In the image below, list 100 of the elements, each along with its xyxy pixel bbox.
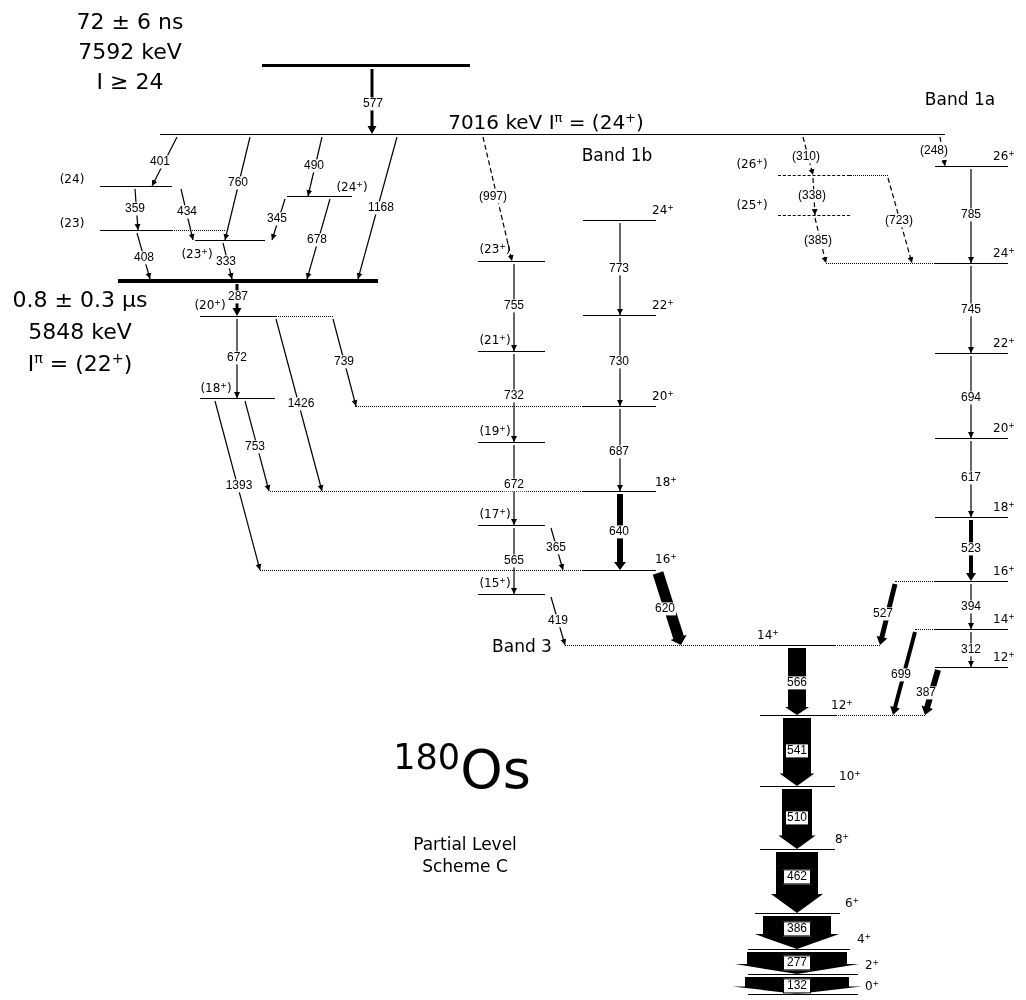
caption-text: Partial Level Scheme C xyxy=(412,832,518,878)
transition-arrow xyxy=(778,789,816,849)
level-label: 14$^{+}$ xyxy=(993,613,1015,627)
edge-label: 1168 xyxy=(367,201,395,215)
transition-arrow xyxy=(617,408,623,492)
edge-label: 132 xyxy=(783,978,811,994)
transition-arrow xyxy=(511,353,517,443)
level-label: 8$^{+}$ xyxy=(834,833,850,847)
level-label: 4$^{+}$ xyxy=(856,933,872,947)
level-label: 12$^{+}$ xyxy=(831,699,853,713)
edge-label: 672 xyxy=(503,478,525,492)
transition-arrow xyxy=(968,168,974,264)
level-label: (21$^{+}$) xyxy=(479,334,511,348)
transition-arrow xyxy=(511,263,517,352)
edge-label: 687 xyxy=(608,445,630,459)
edge-label: 527 xyxy=(872,607,894,621)
level-label: (23$^{+}$) xyxy=(479,243,511,257)
level-label: 24$^{+}$ xyxy=(652,204,674,218)
edge-label: 1426 xyxy=(286,397,316,411)
level-label: 0$^{+}$ xyxy=(864,980,880,994)
edge-label: (997) xyxy=(478,190,508,204)
edge-label: 541 xyxy=(786,744,808,758)
transition-arrow xyxy=(511,444,517,526)
level-label: 20$^{+}$ xyxy=(652,390,674,404)
transition-arrow xyxy=(779,718,815,786)
level-label: I$^{π}$ = (22$^{+}$) xyxy=(27,351,133,377)
edge-label: 510 xyxy=(786,811,808,825)
edge-label: 394 xyxy=(960,600,982,614)
edge-label: 434 xyxy=(176,205,198,219)
edge-label: (310) xyxy=(791,150,821,164)
edge-label: 462 xyxy=(783,869,811,885)
level-label: 7016 keV I$^{π}$ = (24$^{+}$) xyxy=(448,111,644,133)
transition-arrow xyxy=(968,440,974,518)
edge-label: 773 xyxy=(608,262,630,276)
edge-label: 755 xyxy=(503,299,525,313)
edge-label: 640 xyxy=(608,525,630,539)
edge-label: 566 xyxy=(786,676,808,690)
level-label: 16$^{+}$ xyxy=(993,565,1015,579)
level-label: (19$^{+}$) xyxy=(479,425,511,439)
band-label: Band 3 xyxy=(492,636,552,656)
transition-arrow xyxy=(550,527,565,571)
level-label: 26$^{+}$ xyxy=(993,150,1015,164)
edge-label: 753 xyxy=(244,440,266,454)
edge-label: 401 xyxy=(149,155,171,169)
level-label: 5848 keV xyxy=(28,319,132,345)
transition-arrow xyxy=(244,400,271,492)
edge-label: 620 xyxy=(654,602,676,616)
level-label: 24$^{+}$ xyxy=(993,247,1015,261)
level-label: 20$^{+}$ xyxy=(993,422,1015,436)
level-label: (17$^{+}$) xyxy=(479,508,511,522)
transition-arrow xyxy=(617,317,623,407)
level-label: 10$^{+}$ xyxy=(839,770,861,784)
edge-label: 730 xyxy=(608,355,630,369)
transition-arrow xyxy=(968,265,974,354)
transition-arrow xyxy=(887,177,914,264)
transition-arrow xyxy=(305,198,331,280)
level-label: I ≥ 24 xyxy=(96,69,164,95)
level-label: 12$^{+}$ xyxy=(993,651,1015,665)
level-label: (23$^{+}$) xyxy=(181,248,213,262)
transition-arrow xyxy=(482,136,514,262)
edge-label: (385) xyxy=(803,234,833,248)
edge-label: 617 xyxy=(960,471,982,485)
level-label: 0.8 ± 0.3 µs xyxy=(12,287,148,313)
level-label: 22$^{+}$ xyxy=(652,299,674,313)
edge-label: 785 xyxy=(960,208,982,222)
level-label: 22$^{+}$ xyxy=(993,337,1015,351)
transition-arrow xyxy=(136,232,152,280)
edge-label: (248) xyxy=(919,144,949,158)
edge-label: (338) xyxy=(797,189,827,203)
edge-label: 365 xyxy=(545,541,567,555)
edge-label: 577 xyxy=(362,97,384,111)
transition-arrow xyxy=(939,136,947,167)
edge-label: 672 xyxy=(226,351,248,365)
edge-label: (723) xyxy=(884,214,914,228)
level-label: (15$^{+}$) xyxy=(479,577,511,591)
transition-arrow xyxy=(356,136,398,280)
edge-label: 699 xyxy=(890,668,912,682)
transition-arrow xyxy=(223,136,251,241)
edge-label: 359 xyxy=(124,202,146,216)
edge-label: 732 xyxy=(503,389,525,403)
transition-arrow xyxy=(332,318,358,407)
level-label: 2$^{+}$ xyxy=(864,959,880,973)
level-label: (26$^{+}$) xyxy=(736,158,768,172)
level-label: 18$^{+}$ xyxy=(993,501,1015,515)
transition-arrow xyxy=(214,400,262,571)
transition-arrow xyxy=(617,222,623,316)
band-label: Band 1b xyxy=(581,145,653,165)
level-label: (20$^{+}$) xyxy=(194,299,226,313)
level-label: 18$^{+}$ xyxy=(655,476,677,490)
edge-label: 408 xyxy=(133,251,155,265)
transition-arrow xyxy=(811,177,818,216)
edge-label: 312 xyxy=(960,643,982,657)
level-label: (18$^{+}$) xyxy=(200,382,232,396)
edge-label: 490 xyxy=(303,159,325,173)
level-label: 7592 keV xyxy=(78,39,182,65)
edge-label: 387 xyxy=(915,686,937,700)
level-label: (23) xyxy=(59,217,85,231)
level-label: (24$^{+}$) xyxy=(336,181,368,195)
edge-label: 1393 xyxy=(224,479,254,493)
band-label: Band 1a xyxy=(924,89,996,109)
